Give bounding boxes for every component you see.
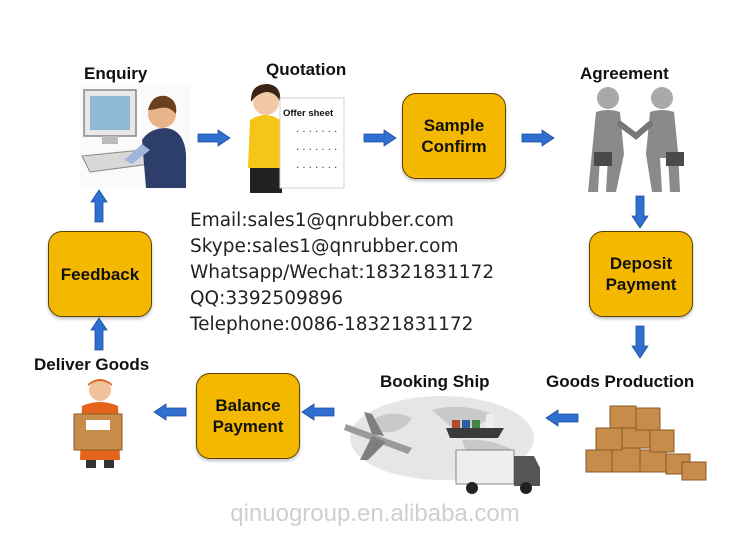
arrow-feedback-to-enquiry xyxy=(90,189,108,223)
shipping-illustration xyxy=(344,396,540,494)
contact-skype: Skype:sales1@qnrubber.com xyxy=(190,236,459,257)
sample-confirm-line1: Sample xyxy=(423,116,485,135)
balance-payment-line1: Balance xyxy=(215,396,281,415)
contact-telephone: Telephone:0086-18321831172 xyxy=(190,314,474,335)
courier-illustration xyxy=(73,379,123,468)
contact-whatsapp: Whatsapp/Wechat:18321831172 xyxy=(190,262,495,283)
arrow-production-to-booking xyxy=(545,409,579,427)
deliver-goods-label: Deliver Goods xyxy=(34,355,150,374)
svg-text:. . . . . . .: . . . . . . . xyxy=(296,160,337,171)
balance-payment-box: Balance Payment xyxy=(196,373,300,459)
arrow-booking-to-balance xyxy=(301,403,335,421)
arrow-sample-to-agreement xyxy=(521,129,555,147)
deposit-payment-line2: Payment xyxy=(605,275,677,294)
offer-sheet-text: Offer sheet xyxy=(283,108,334,119)
arrow-agreement-to-deposit xyxy=(631,195,649,229)
svg-text:. . . . . . .: . . . . . . . xyxy=(296,142,337,153)
booking-ship-label: Booking Ship xyxy=(380,372,490,391)
deposit-payment-box: Deposit Payment xyxy=(589,231,693,317)
watermark: qinuogroup.en.alibaba.com xyxy=(230,500,520,527)
sample-confirm-box: Sample Confirm xyxy=(402,93,506,179)
feedback-text: Feedback xyxy=(60,264,140,284)
computer-user-illustration xyxy=(80,84,190,189)
balance-payment-line2: Payment xyxy=(212,417,284,436)
enquiry-label: Enquiry xyxy=(84,64,148,83)
contact-info: Email:sales1@qnrubber.com Skype:sales1@q… xyxy=(190,208,494,338)
cardboard-boxes-illustration xyxy=(585,405,707,481)
svg-text:. . . . . . .: . . . . . . . xyxy=(296,124,337,135)
airplane-icon xyxy=(344,412,412,460)
contact-email: Email:sales1@qnrubber.com xyxy=(190,210,454,231)
arrow-enquiry-to-quotation xyxy=(197,129,231,147)
feedback-box: Feedback xyxy=(48,231,152,317)
arrow-deposit-to-production xyxy=(631,325,649,359)
truck-icon xyxy=(455,449,540,494)
agreement-label: Agreement xyxy=(580,64,669,83)
woman-offer-sheet-illustration: Offer sheet . . . . . . . . . . . . . . … xyxy=(248,84,345,193)
contact-qq: QQ:3392509896 xyxy=(190,288,344,309)
deposit-payment-line1: Deposit xyxy=(609,254,673,273)
arrow-balance-to-deliver xyxy=(153,403,187,421)
handshake-illustration xyxy=(588,87,684,192)
cargo-ship-icon xyxy=(446,414,504,438)
arrow-deliver-to-feedback xyxy=(90,317,108,351)
arrow-quotation-to-sample xyxy=(363,129,397,147)
quotation-label: Quotation xyxy=(266,60,347,79)
sample-confirm-line2: Confirm xyxy=(421,137,487,156)
goods-production-label: Goods Production xyxy=(546,372,695,391)
